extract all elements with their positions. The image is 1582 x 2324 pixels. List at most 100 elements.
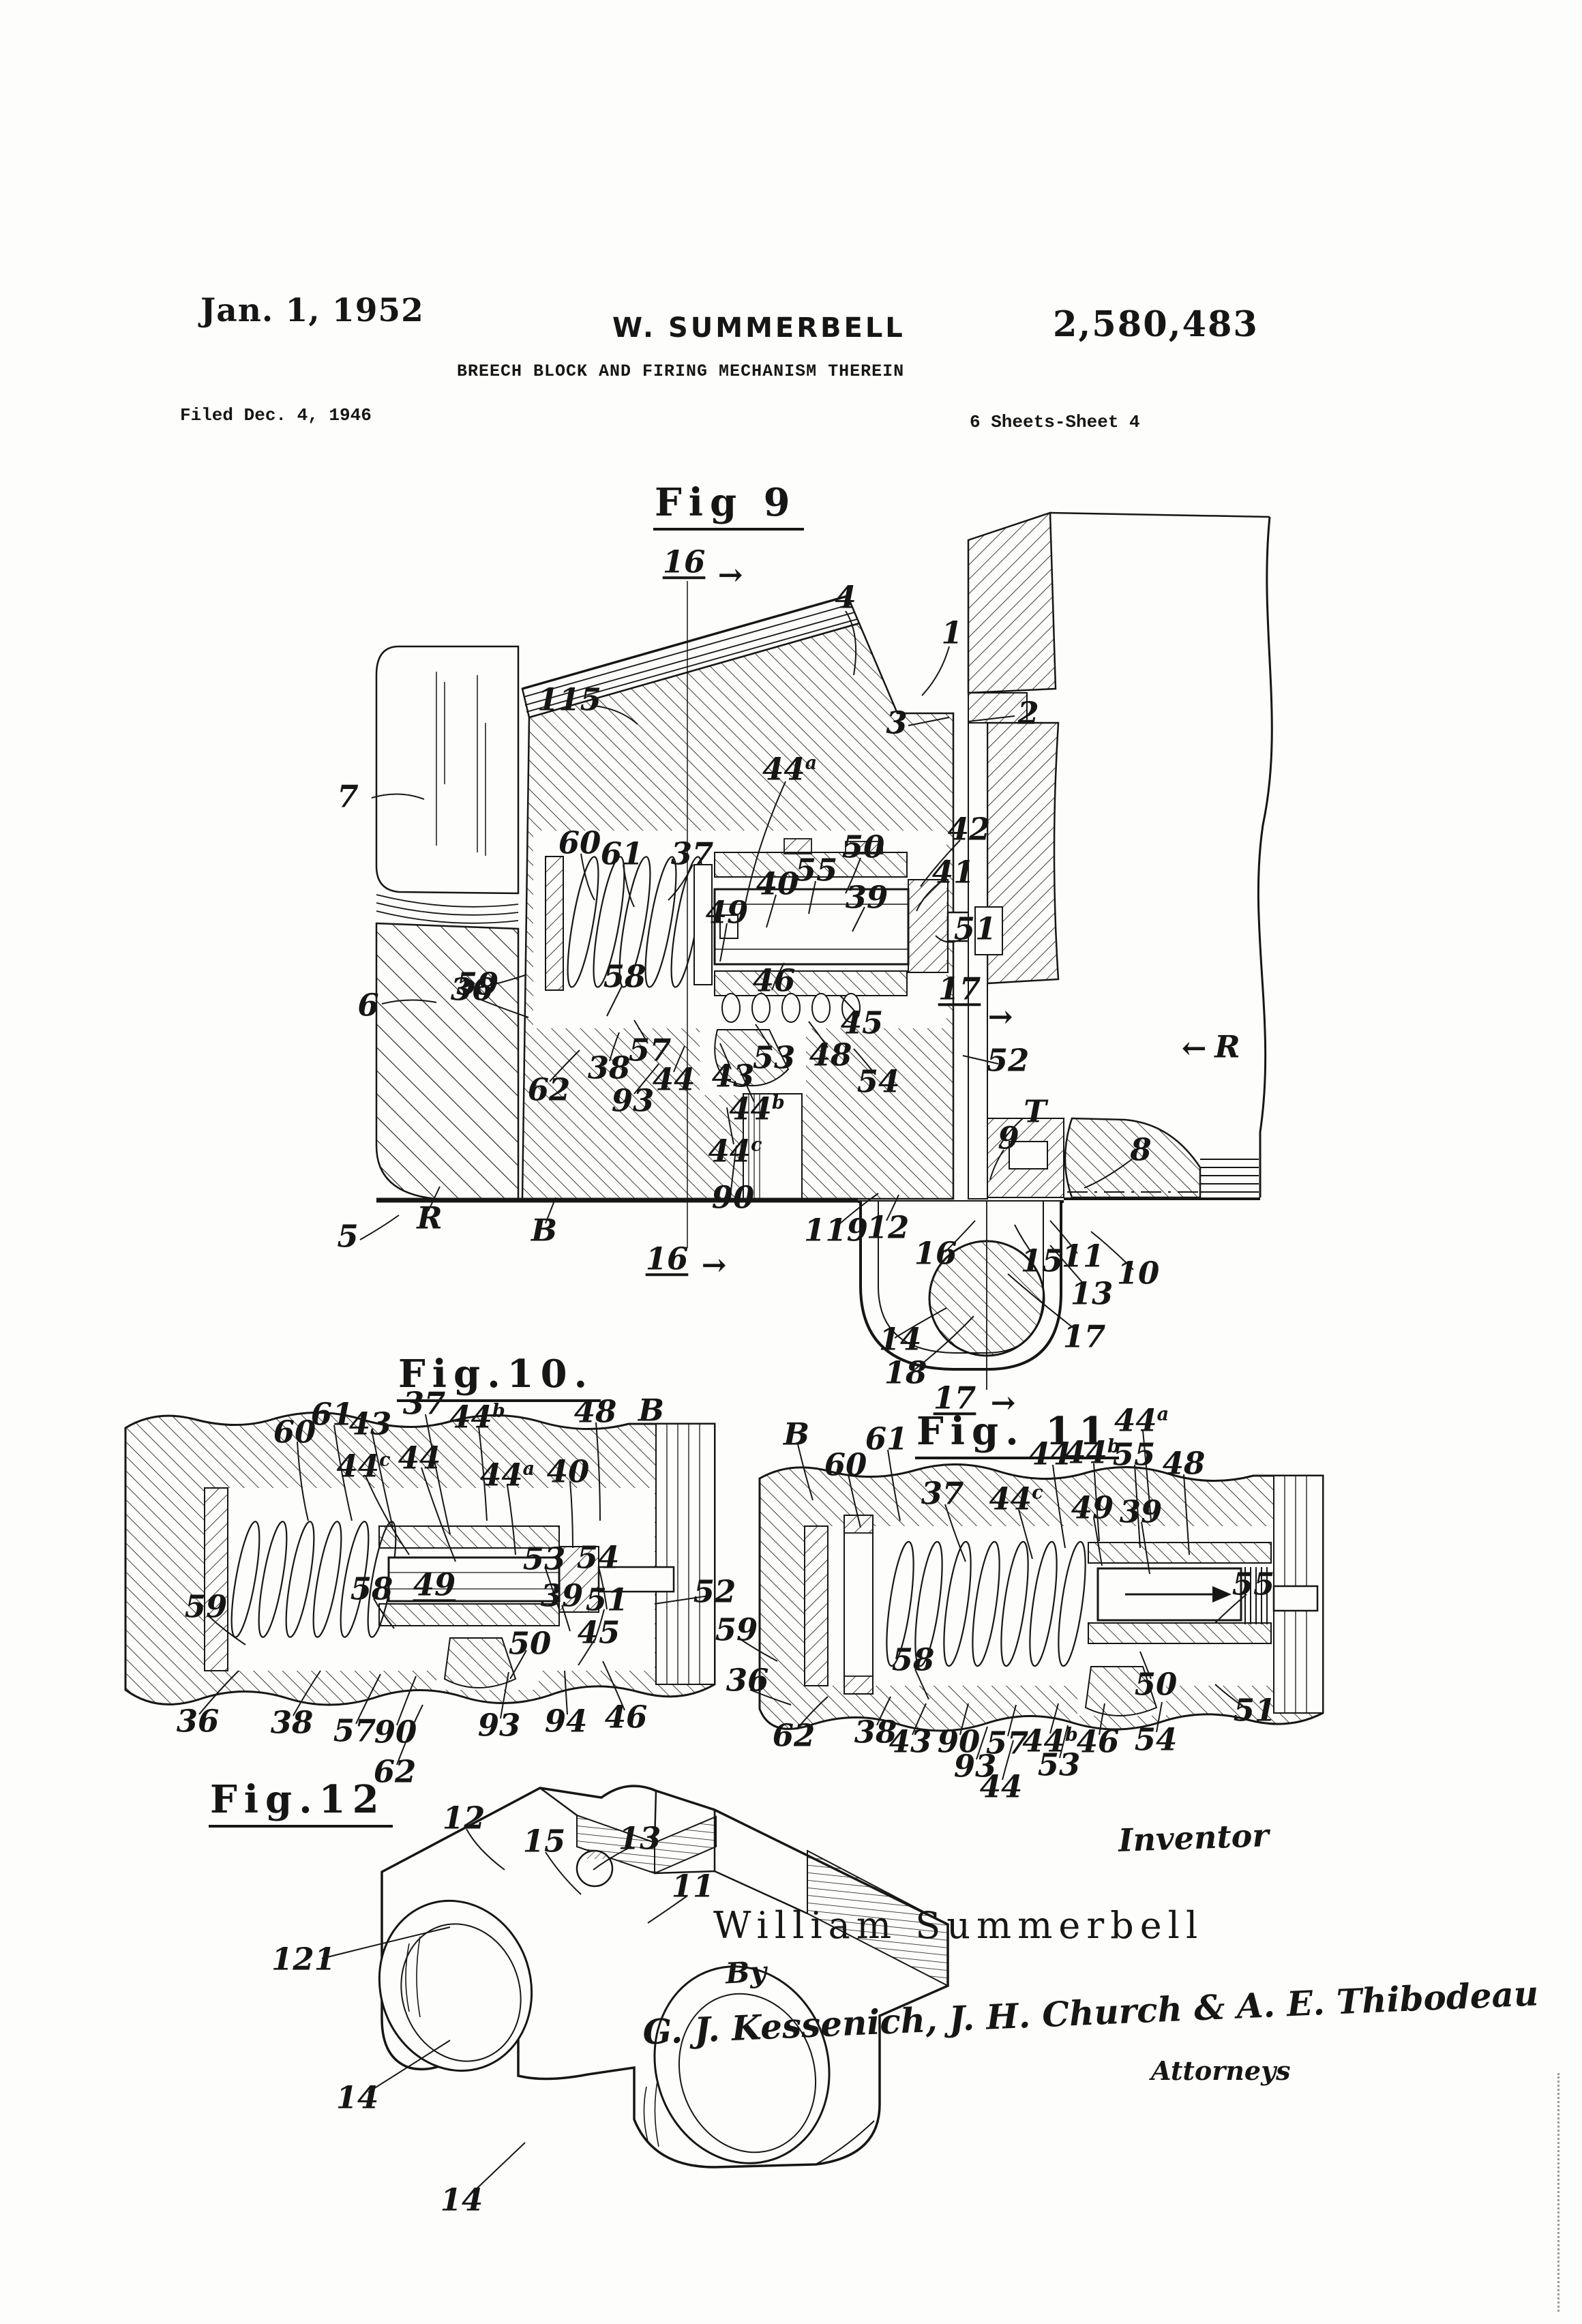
ref-label-14: 14 (440, 2181, 483, 2218)
ref-label-53: 53 (522, 1540, 566, 1577)
ref-label-53: 53 (1037, 1746, 1081, 1783)
ref-label-50: 50 (1134, 1666, 1178, 1703)
ref-label-49: 49 (705, 894, 749, 931)
fig10-drawing (124, 1412, 716, 1766)
ref-label-62: 62 (373, 1753, 417, 1790)
ref-label-2: 2 (1017, 695, 1039, 732)
ref-label-48: 48 (1162, 1445, 1206, 1482)
ref-label-55: 55 (794, 852, 838, 889)
section-arrow: → (987, 999, 1013, 1034)
ref-label-46: 46 (604, 1699, 648, 1735)
section-arrow: → (717, 557, 743, 593)
ref-label-43: 43 (889, 1723, 932, 1760)
ref-label-16: 16 (645, 1240, 689, 1277)
ref-label-38: 38 (587, 1049, 631, 1086)
ref-label-121: 121 (271, 1941, 335, 1978)
ref-label-58: 58 (350, 1570, 393, 1607)
inventor-signature: William Summerbell (713, 1904, 1204, 1947)
ref-label-50: 50 (841, 829, 885, 865)
ref-label-T: T (1024, 1093, 1047, 1130)
ref-label-61: 61 (310, 1396, 354, 1433)
ref-label-15: 15 (1020, 1242, 1064, 1279)
ref-label-44b: 44b (1022, 1723, 1078, 1759)
ref-label-62: 62 (527, 1071, 571, 1108)
sheet-info: 6 Sheets-Sheet 4 (970, 412, 1140, 432)
pointer-arrow: ← (1181, 1030, 1207, 1066)
ref-label-36: 36 (450, 971, 494, 1008)
sheet-edge-dots (1557, 2073, 1559, 2312)
fig12-title: Fig.12 (209, 1777, 393, 1828)
ref-label-46: 46 (1076, 1723, 1120, 1760)
ref-label-50: 50 (508, 1625, 552, 1662)
fig9-drawing (359, 511, 1273, 1390)
ref-label-B: B (783, 1416, 810, 1452)
ref-label-40: 40 (546, 1453, 590, 1490)
ref-label-44c: 44c (708, 1133, 762, 1170)
ref-label-54: 54 (1134, 1721, 1178, 1758)
ref-label-9: 9 (998, 1120, 1019, 1157)
ref-label-49: 49 (413, 1566, 456, 1603)
ref-label-17: 17 (938, 970, 981, 1007)
ref-label-6: 6 (357, 987, 379, 1024)
ref-label-44b: 44b (449, 1399, 505, 1435)
ref-label-48: 48 (809, 1037, 852, 1073)
ref-label-16: 16 (662, 543, 706, 580)
ref-label-60: 60 (273, 1414, 316, 1450)
ref-label-40: 40 (756, 865, 799, 902)
by-label: By (724, 1954, 768, 1991)
patent-number: 2,580,483 (1053, 304, 1259, 345)
ref-label-93: 93 (953, 1748, 997, 1785)
ref-label-8: 8 (1130, 1131, 1152, 1168)
ref-label-39: 39 (845, 879, 889, 916)
inventor-caps: W. SUMMERBELL (612, 312, 906, 344)
ref-label-14: 14 (878, 1321, 922, 1358)
ref-label-37: 37 (670, 835, 714, 872)
ref-label-16: 16 (914, 1235, 957, 1272)
ref-label-45: 45 (577, 1614, 621, 1651)
fig9-title: Fig 9 (653, 480, 804, 531)
invention-title: BREECH BLOCK AND FIRING MECHANISM THEREI… (457, 361, 905, 381)
ref-label-48: 48 (573, 1393, 617, 1430)
fig11-drawing (740, 1430, 1324, 1781)
ref-label-36: 36 (726, 1662, 769, 1699)
ref-label-43: 43 (348, 1405, 392, 1442)
ref-label-93: 93 (477, 1707, 521, 1744)
ref-label-44c: 44c (336, 1448, 391, 1485)
ref-label-119: 119 (804, 1212, 868, 1249)
ref-label-49: 49 (1071, 1489, 1114, 1526)
ref-label-1: 1 (941, 614, 963, 651)
filed-date: Filed Dec. 4, 1946 (180, 405, 372, 426)
ref-label-3: 3 (886, 704, 908, 741)
ref-label-61: 61 (865, 1420, 908, 1457)
ref-label-B: B (638, 1392, 665, 1429)
ref-label-90: 90 (937, 1723, 981, 1760)
ref-label-53: 53 (752, 1039, 796, 1076)
ref-label-B: B (531, 1212, 558, 1249)
ref-label-57: 57 (333, 1712, 376, 1749)
ref-label-62: 62 (772, 1717, 816, 1754)
ref-label-55: 55 (1232, 1566, 1275, 1603)
attorneys-label: Attorneys (1151, 2055, 1291, 2086)
ref-label-12: 12 (442, 1800, 486, 1836)
ref-label-38: 38 (854, 1714, 897, 1751)
ref-label-52: 52 (986, 1042, 1030, 1079)
ref-label-44a: 44a (479, 1457, 535, 1493)
ref-label-42: 42 (947, 811, 991, 848)
ref-label-44b: 44b (1064, 1434, 1120, 1471)
ref-label-11: 11 (1061, 1238, 1105, 1275)
ref-label-44a: 44a (1114, 1402, 1169, 1439)
ref-label-37: 37 (402, 1385, 446, 1422)
ref-label-90: 90 (374, 1714, 417, 1751)
ref-label-54: 54 (576, 1539, 620, 1576)
ref-label-13: 13 (618, 1820, 661, 1857)
ref-label-14: 14 (335, 2079, 379, 2116)
ref-label-94: 94 (544, 1703, 588, 1740)
ref-label-44: 44 (652, 1061, 696, 1098)
ref-label-37: 37 (921, 1475, 964, 1512)
ref-label-51: 51 (1233, 1692, 1277, 1729)
